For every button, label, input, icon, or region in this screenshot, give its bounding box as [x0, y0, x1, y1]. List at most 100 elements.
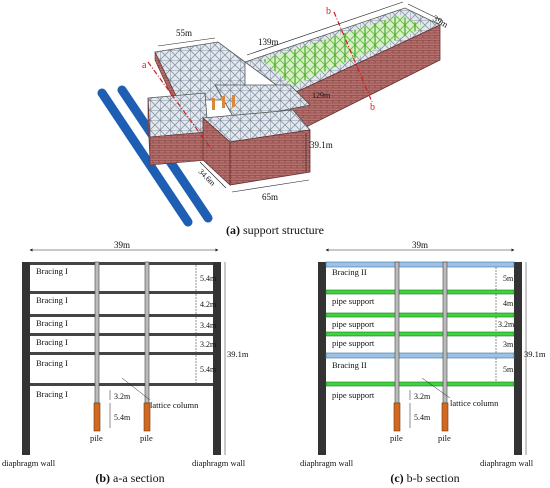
sb-level-6-label: Bracing II — [332, 360, 367, 370]
sb-pile-2 — [441, 402, 449, 432]
sa-left-wall — [22, 262, 30, 455]
left-block-wall — [149, 131, 209, 166]
dim-139: 139m — [258, 37, 279, 47]
sb-left-wall — [318, 262, 326, 455]
sb-lattice-leader — [421, 377, 451, 399]
caption-c: (c) b-b section — [320, 471, 530, 486]
sa-strut-3 — [30, 314, 213, 317]
sa-lattice-label: lattice column — [150, 400, 199, 410]
left-block-top — [147, 92, 209, 138]
dim-34-6-line — [199, 161, 227, 189]
sb-width-dim: 39m — [412, 240, 428, 250]
sb-level-7-label: pipe support — [332, 390, 375, 400]
pile-hint-2 — [222, 96, 225, 108]
pile-hint-3 — [232, 95, 235, 107]
sa-dim-1: 5.4m — [200, 274, 217, 283]
caption-c-letter: (c) — [390, 471, 404, 485]
dim-65-line — [231, 179, 310, 193]
sb-pipe-4 — [325, 381, 515, 387]
sa-pile-2 — [143, 402, 151, 432]
caption-b-text: a-a section — [110, 471, 165, 485]
sa-dim-2: 4.2m — [200, 300, 217, 309]
sb-level-4-label: pipe support — [332, 338, 375, 348]
sb-pile-1 — [393, 402, 401, 432]
sb-pile-label-1: pile — [390, 433, 403, 443]
sa-level-3-label: Bracing I — [36, 318, 68, 328]
section-b-b: 39m Bracing II pipe support pipe support… — [300, 240, 546, 468]
section-line-b — [333, 11, 373, 103]
sa-level-6-label: Bracing I — [36, 389, 68, 399]
sa-pile-label-2: pile — [140, 433, 153, 443]
caption-c-text: b-b section — [403, 471, 460, 485]
sa-width-dim: 39m — [114, 240, 130, 250]
sa-strut-4 — [30, 333, 213, 336]
sa-dim-5: 5.4m — [200, 365, 217, 374]
sb-pipe-2 — [325, 312, 515, 318]
connector-top — [214, 84, 311, 121]
sb-pile-label-2: pile — [438, 433, 451, 443]
sb-dim-5: 5m — [503, 365, 514, 374]
sa-right-wall — [213, 262, 221, 455]
caption-a: (a) support structure — [0, 223, 550, 238]
sa-wall-label-right: diaphragm wall — [192, 458, 246, 468]
sb-bracing-top — [325, 261, 515, 268]
caption-a-letter: (a) — [226, 223, 240, 237]
section-a-label: a — [142, 60, 147, 71]
sb-dim-2: 4m — [503, 299, 514, 308]
sa-pile-dim-1: 3.2m — [114, 392, 131, 401]
sa-dim-4: 3.2m — [200, 340, 217, 349]
sa-strut-6 — [30, 383, 213, 386]
section-line-a — [147, 61, 213, 151]
dim-139-line — [246, 1, 404, 56]
section-b-label-bottom: b — [370, 102, 375, 113]
sb-dim-4: 3m — [503, 340, 514, 349]
sb-pipe-3 — [325, 331, 515, 337]
sa-level-2-label: Bracing I — [36, 295, 68, 305]
sa-strut-1 — [30, 262, 213, 265]
sa-lattice-column-1 — [94, 261, 100, 404]
caption-b: (b) a-a section — [40, 471, 220, 486]
sb-level-3-label: pipe support — [332, 319, 375, 329]
caption-a-text: support structure — [240, 223, 324, 237]
sa-depth-dim: 39.1m — [227, 349, 249, 359]
support-structure-3d: a b b 55m 139m 39m 129m 39.1m 34.6m 65m — [97, 1, 450, 227]
dim-129: 129m — [312, 91, 331, 100]
sa-pile-1 — [93, 402, 101, 432]
sa-strut-5 — [30, 352, 213, 355]
dim-55: 55m — [176, 28, 192, 38]
green-supports — [262, 15, 425, 86]
sa-level-1-label: Bracing I — [36, 266, 68, 276]
sb-wall-label-right: diaphragm wall — [480, 458, 534, 468]
sb-level-2-label: pipe support — [332, 296, 375, 306]
section-a-a: 39m Bracing I Bracing I Bracing I Bracin… — [2, 240, 249, 468]
sb-pile-dim-2: 5.4m — [414, 413, 431, 422]
caption-b-letter: (b) — [95, 471, 111, 485]
dim-39-1: 39.1m — [310, 140, 333, 150]
sa-dim-3: 3.4m — [200, 321, 217, 330]
sb-pile-dim-1: 3.2m — [414, 392, 431, 401]
sa-lattice-leader — [121, 377, 151, 401]
sb-level-1-label: Bracing II — [332, 267, 367, 277]
sa-pile-dim-2: 5.4m — [114, 413, 131, 422]
sb-lattice-label: lattice column — [450, 398, 499, 408]
sa-level-4-label: Bracing I — [36, 337, 68, 347]
pile-hint-1 — [212, 98, 215, 110]
sa-level-5-label: Bracing I — [36, 358, 68, 368]
sb-dim-3: 3.2m — [498, 320, 515, 329]
pipe-1 — [97, 88, 193, 227]
dim-55-line — [157, 37, 216, 47]
sa-lattice-column-2 — [144, 261, 150, 404]
front-block-wall — [229, 129, 311, 186]
sb-right-wall — [514, 262, 522, 455]
dim-39-line — [407, 3, 444, 22]
sb-lattice-column-2 — [442, 261, 448, 404]
sb-depth-dim: 39.1m — [524, 349, 546, 359]
sb-bracing-mid — [325, 352, 515, 359]
sa-strut-2 — [30, 291, 213, 294]
sb-pipe-1 — [325, 289, 515, 295]
dim-65: 65m — [262, 192, 278, 202]
sa-pile-label-1: pile — [90, 433, 103, 443]
sb-wall-label-left: diaphragm wall — [300, 458, 354, 468]
section-b-label-top: b — [326, 6, 331, 17]
